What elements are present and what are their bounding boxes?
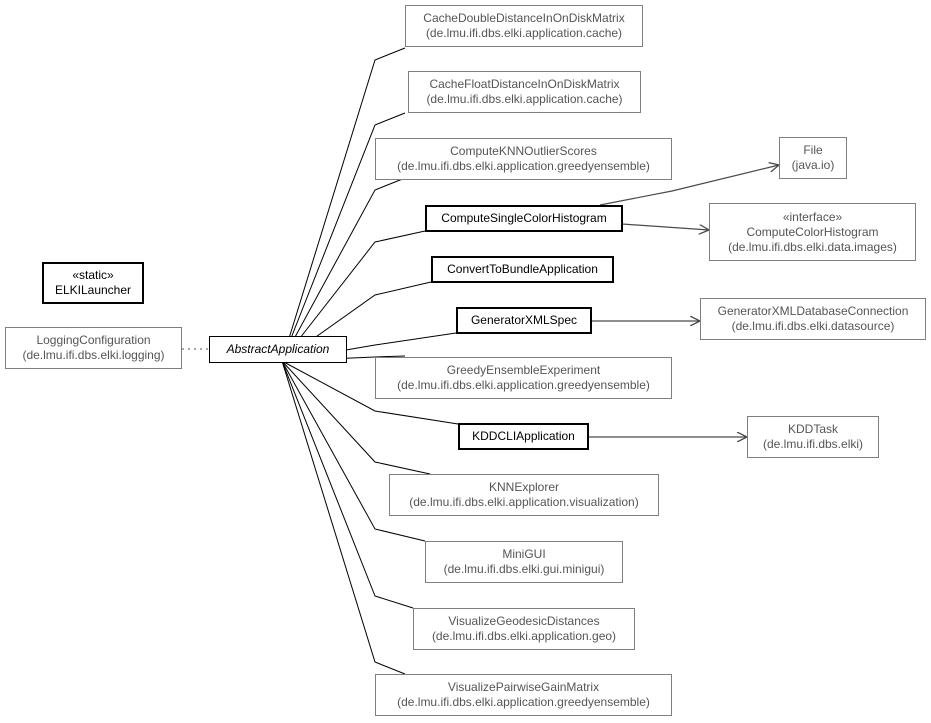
node-title: ComputeColorHistogram bbox=[746, 224, 879, 239]
node-title: CacheFloatDistanceInOnDiskMatrix bbox=[429, 77, 620, 91]
node-package: (de.lmu.ifi.dbs.elki.application.greedye… bbox=[397, 378, 650, 392]
node-package: (de.lmu.ifi.dbs.elki) bbox=[762, 437, 864, 451]
edge-histogram-interface bbox=[621, 223, 709, 230]
node-package: (de.lmu.ifi.dbs.elki.application.cache) bbox=[426, 92, 623, 106]
node-cache-double: CacheDoubleDistanceInOnDiskMatrix (de.lm… bbox=[405, 5, 643, 47]
node-file: File (java.io) bbox=[779, 137, 847, 179]
node-package: (de.lmu.ifi.dbs.elki.application.greedye… bbox=[397, 695, 650, 709]
node-title: VisualizePairwiseGainMatrix bbox=[447, 680, 600, 694]
node-package: (java.io) bbox=[791, 158, 835, 172]
node-package: (de.lmu.ifi.dbs.elki.application.cache) bbox=[425, 26, 623, 40]
edge-histogram-file bbox=[599, 165, 779, 206]
node-kddcli: KDDCLIApplication bbox=[458, 423, 589, 450]
association-edges bbox=[589, 165, 779, 437]
node-title: ComputeSingleColorHistogram bbox=[441, 211, 607, 225]
node-title: CacheDoubleDistanceInOnDiskMatrix bbox=[423, 11, 625, 25]
edge-cache-double bbox=[281, 47, 406, 362]
node-package: (de.lmu.ifi.dbs.elki.application.greedye… bbox=[397, 159, 650, 173]
edge-compute-histogram bbox=[281, 230, 426, 362]
node-title: AbstractApplication bbox=[226, 342, 330, 356]
node-greedy-experiment: GreedyEnsembleExperiment (de.lmu.ifi.dbs… bbox=[375, 357, 672, 399]
node-package: (de.lmu.ifi.dbs.elki.application.geo) bbox=[431, 629, 617, 643]
edge-knn-explorer bbox=[281, 360, 431, 475]
node-compute-knn: ComputeKNNOutlierScores (de.lmu.ifi.dbs.… bbox=[375, 138, 672, 180]
node-convert-bundle: ConvertToBundleApplication bbox=[431, 256, 614, 283]
node-compute-color-histogram: «interface» ComputeColorHistogram (de.lm… bbox=[709, 203, 916, 261]
node-visualize-gain: VisualizePairwiseGainMatrix (de.lmu.ifi.… bbox=[375, 674, 672, 716]
node-abstract-application: AbstractApplication bbox=[209, 336, 347, 363]
node-generator-spec: GeneratorXMLSpec bbox=[456, 307, 592, 334]
node-title: KDDTask bbox=[787, 422, 838, 436]
node-visualize-geodesic: VisualizeGeodesicDistances (de.lmu.ifi.d… bbox=[413, 608, 635, 650]
node-title: ComputeKNNOutlierScores bbox=[450, 144, 597, 158]
node-title: File bbox=[803, 143, 823, 157]
node-minigui: MiniGUI (de.lmu.ifi.dbs.elki.gui.minigui… bbox=[425, 541, 623, 583]
node-package: (de.lmu.ifi.dbs.elki.gui.minigui) bbox=[443, 562, 605, 576]
node-package: (de.lmu.ifi.dbs.elki.data.images) bbox=[728, 239, 897, 254]
node-cache-float: CacheFloatDistanceInOnDiskMatrix (de.lmu… bbox=[408, 71, 641, 113]
node-title: GeneratorXMLDatabaseConnection bbox=[717, 304, 909, 318]
node-logging-config: LoggingConfiguration (de.lmu.ifi.dbs.elk… bbox=[5, 327, 182, 369]
node-title: GeneratorXMLSpec bbox=[470, 313, 578, 327]
node-package: (de.lmu.ifi.dbs.elki.logging) bbox=[22, 348, 165, 362]
node-knn-explorer: KNNExplorer (de.lmu.ifi.dbs.elki.applica… bbox=[389, 474, 659, 516]
edge-cache-float bbox=[281, 112, 406, 362]
node-compute-histogram: ComputeSingleColorHistogram bbox=[425, 205, 623, 232]
node-package: (de.lmu.ifi.dbs.elki.application.visuali… bbox=[409, 495, 639, 509]
node-stereotype: «interface» bbox=[782, 209, 843, 224]
node-kddtask: KDDTask (de.lmu.ifi.dbs.elki) bbox=[747, 416, 879, 458]
node-title: VisualizeGeodesicDistances bbox=[448, 614, 600, 628]
node-title: ELKILauncher bbox=[54, 283, 132, 297]
edge-kddcli bbox=[281, 360, 459, 425]
edge-visualize-gain bbox=[281, 360, 406, 675]
node-title: GreedyEnsembleExperiment bbox=[446, 363, 601, 377]
edge-compute-knn bbox=[281, 177, 406, 362]
edge-minigui bbox=[281, 360, 426, 542]
node-title: KDDCLIApplication bbox=[472, 429, 575, 443]
node-package: (de.lmu.ifi.dbs.elki.datasource) bbox=[731, 319, 895, 333]
node-title: MiniGUI bbox=[502, 547, 546, 561]
node-title: ConvertToBundleApplication bbox=[447, 262, 598, 276]
edge-visualize-geodesic bbox=[281, 360, 414, 609]
node-elki-launcher: «static» ELKILauncher bbox=[42, 262, 144, 304]
node-stereotype: «static» bbox=[72, 268, 114, 282]
node-title: KNNExplorer bbox=[488, 480, 560, 494]
node-generator-db: GeneratorXMLDatabaseConnection (de.lmu.i… bbox=[700, 298, 926, 340]
node-title: LoggingConfiguration bbox=[36, 333, 151, 347]
